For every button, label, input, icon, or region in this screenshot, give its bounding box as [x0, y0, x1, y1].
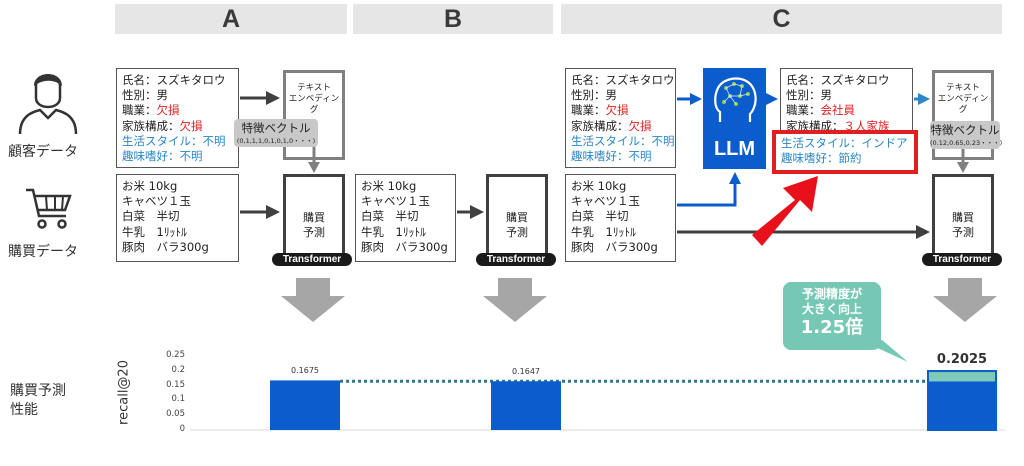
customer-icon: [18, 74, 78, 135]
cart-icon: [26, 188, 72, 229]
section-header-a: A: [115, 4, 347, 34]
transformer-badge-c: Transformer: [922, 253, 1002, 266]
transformer-badge-b: Transformer: [476, 253, 556, 266]
y-tick-label: 0.15: [166, 379, 185, 390]
callout-pointer: [860, 340, 908, 362]
customer-data-label: 顧客データ: [8, 144, 78, 160]
llm-block: LLM: [703, 68, 766, 169]
y-tick-label: 0.2: [171, 364, 185, 375]
predict-box-a: 購買 予測: [283, 174, 345, 260]
y-axis-label: recall@20: [116, 360, 132, 425]
performance-label: 購買予測 性能: [10, 383, 66, 418]
big-red-arrow: [752, 176, 818, 246]
bar-value-label: 0.2025: [936, 352, 988, 368]
predict-box-b: 購買 予測: [486, 174, 548, 260]
y-tick-label: 0: [179, 424, 185, 434]
feature-vector-a: 特徴ベクトル (0,1,1,1,0,1,0,1,0・・・): [234, 119, 318, 147]
enriched-highlight-box: 生活スタイル：インドア 趣味嗜好：節約: [772, 130, 918, 174]
llm-label: LLM: [713, 138, 756, 160]
bar-c-gain: [927, 370, 997, 382]
bar-c-outline: [927, 370, 997, 431]
bar-c-base: [927, 381, 997, 430]
feature-vector-c: 特徴ベクトル (0.12,0.65,0.23・・・): [930, 121, 1003, 149]
bar-value-label: 0.1675: [291, 366, 319, 376]
customer-box-a: 氏名：スズキタロウ 性別：男 職業：欠損 家族構成：欠損 生活スタイル：不明 趣…: [116, 68, 239, 168]
section-header-c: C: [561, 4, 1002, 34]
y-tick-label: 0.25: [166, 350, 185, 360]
purchase-box-c: お米 10kg キャベツ１玉 白菜 半切 牛乳 1ﾘｯﾄﾙ 豚肉 バラ300g: [565, 174, 676, 262]
purchase-data-label: 購買データ: [8, 244, 78, 260]
bar-value-label: 0.1647: [512, 367, 540, 377]
section-header-b: B: [353, 4, 553, 34]
bar-b: [491, 381, 561, 430]
purchase-box-a: お米 10kg キャベツ１玉 白菜 半切 牛乳 1ﾘｯﾄﾙ 豚肉 バラ300g: [116, 174, 239, 262]
y-tick-label: 0.1: [171, 394, 185, 405]
customer-box-c: 氏名：スズキタロウ 性別：男 職業：欠損 家族構成：欠損 生活スタイル：不明 趣…: [565, 68, 676, 168]
improvement-callout: 予測精度が 大きく向上 1.25倍: [783, 282, 881, 350]
purchase-box-b: お米 10kg キャベツ１玉 白菜 半切 牛乳 1ﾘｯﾄﾙ 豚肉 バラ300g: [355, 174, 456, 262]
y-tick-label: 0.05: [166, 409, 185, 420]
brain-head-icon: [714, 77, 757, 122]
bar-a: [270, 380, 340, 430]
transformer-badge-a: Transformer: [272, 253, 352, 266]
